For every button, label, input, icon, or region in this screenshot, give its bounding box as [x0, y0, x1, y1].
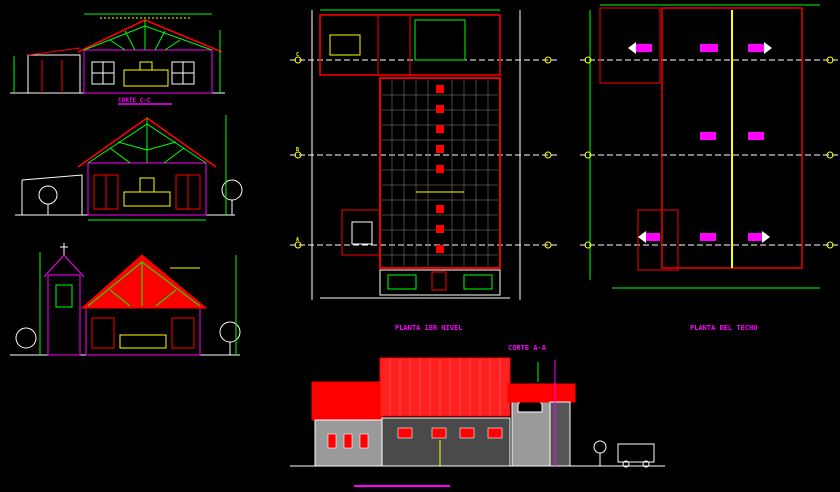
- axis-marker-c: C: [296, 52, 299, 58]
- floor-plan-first-level: [290, 9, 560, 300]
- roof-plan: [580, 4, 838, 289]
- planta-1er-nivel-label: PLANTA 1ER NIVEL: [395, 324, 462, 332]
- axis-marker-b: B: [296, 147, 299, 153]
- axis-marker-a: A: [296, 237, 299, 243]
- section-aa-elevation: [290, 357, 665, 487]
- planta-del-techo-label: PLANTA DEL TECHO: [690, 324, 757, 332]
- corte-cc-label: CORTE C-C: [118, 97, 151, 104]
- section-tower-view: [10, 243, 241, 356]
- corte-aa-label: CORTE A-A: [508, 344, 547, 352]
- section-bb-view: [15, 115, 243, 221]
- section-cc-view: [10, 13, 225, 105]
